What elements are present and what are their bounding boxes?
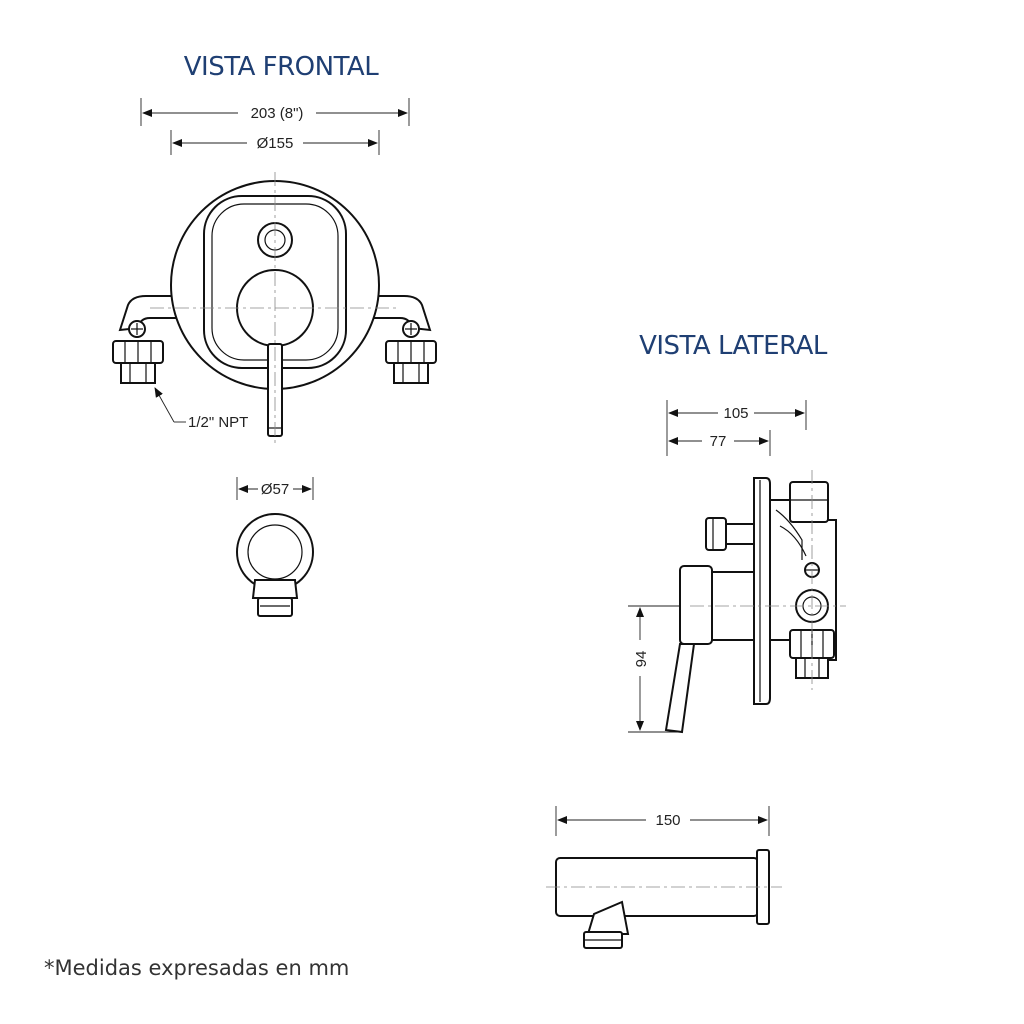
thread-callout: 1/2" NPT xyxy=(154,387,248,431)
dimension-spout-length-label: 150 xyxy=(655,812,680,829)
thread-callout-label: 1/2" NPT xyxy=(188,414,248,431)
front-view-title: VISTA FRONTAL xyxy=(184,52,379,82)
dimension-spout-diameter-label: Ø57 xyxy=(261,481,289,498)
dimension-depth-total: 105 xyxy=(666,400,807,456)
units-note: *Medidas expresadas en mm xyxy=(44,956,349,980)
dimension-lever-height: 94 xyxy=(628,605,680,733)
dimension-plate-diameter: Ø155 xyxy=(170,130,380,155)
dimension-depth-body-label: 77 xyxy=(710,433,727,450)
dimension-overall-width-label: 203 (8") xyxy=(251,105,304,122)
dimension-depth-total-label: 105 xyxy=(723,405,748,422)
dimension-plate-diameter-label: Ø155 xyxy=(257,135,294,152)
side-view-valve xyxy=(664,470,846,734)
dimension-lever-height-label: 94 xyxy=(633,651,650,668)
dimension-spout-diameter: Ø57 xyxy=(236,477,314,500)
spout-front-view xyxy=(236,513,314,617)
dimension-overall-width: 203 (8") xyxy=(140,98,410,126)
front-view-valve xyxy=(112,172,437,444)
dimension-spout-length: 150 xyxy=(555,806,770,836)
dimension-depth-body: 77 xyxy=(668,430,771,456)
spout-side-view xyxy=(546,849,782,949)
side-view-title: VISTA LATERAL xyxy=(639,331,828,361)
